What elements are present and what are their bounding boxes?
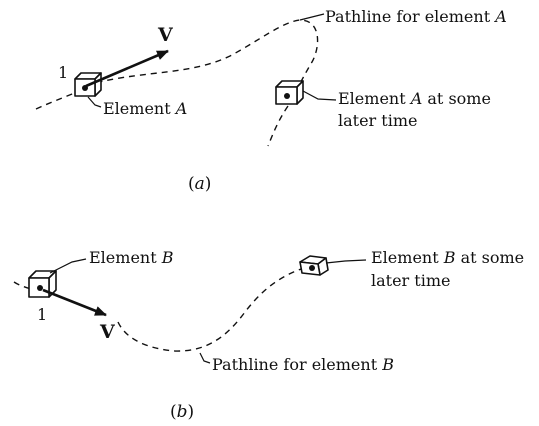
leader-element-b-later: [325, 259, 367, 264]
velocity-label-a: V: [157, 24, 174, 46]
pathline-b: [13, 281, 35, 291]
element-a-later-cube: [275, 80, 304, 105]
point-label-a: 1: [58, 63, 68, 82]
pathline-b-main: [117, 265, 311, 352]
leader-element-b: [49, 258, 87, 274]
pathline-a-label: Pathline for element A: [325, 7, 507, 26]
velocity-vector-a: [85, 49, 169, 88]
leader-pathline-b: [199, 352, 211, 364]
element-a-later-label-line2: later time: [338, 111, 417, 130]
point-label-b: 1: [37, 305, 47, 324]
element-b-later-label-line2: later time: [371, 271, 450, 290]
panel-a: V 1 Element A Element A at some later ti…: [35, 7, 507, 194]
leader-pathline-a: [299, 13, 325, 21]
element-a-later-label: Element A at some: [338, 89, 491, 108]
element-a-label: Element A: [103, 99, 187, 118]
caption-b: (b): [170, 402, 194, 422]
pathline-b-label: Pathline for element B: [212, 355, 394, 374]
element-b-label: Element B: [89, 248, 174, 267]
leader-element-a-later: [302, 90, 337, 101]
leader-element-a: [87, 96, 102, 108]
velocity-vector-b: [42, 288, 107, 317]
element-b-cube: [28, 270, 57, 298]
element-b-later-cube: [299, 255, 329, 276]
panel-b: V 1 Element B Element B at some later ti…: [13, 248, 524, 422]
velocity-label-b: V: [99, 321, 116, 343]
element-b-later-label: Element B at some: [371, 248, 524, 267]
caption-a: (a): [188, 174, 211, 194]
